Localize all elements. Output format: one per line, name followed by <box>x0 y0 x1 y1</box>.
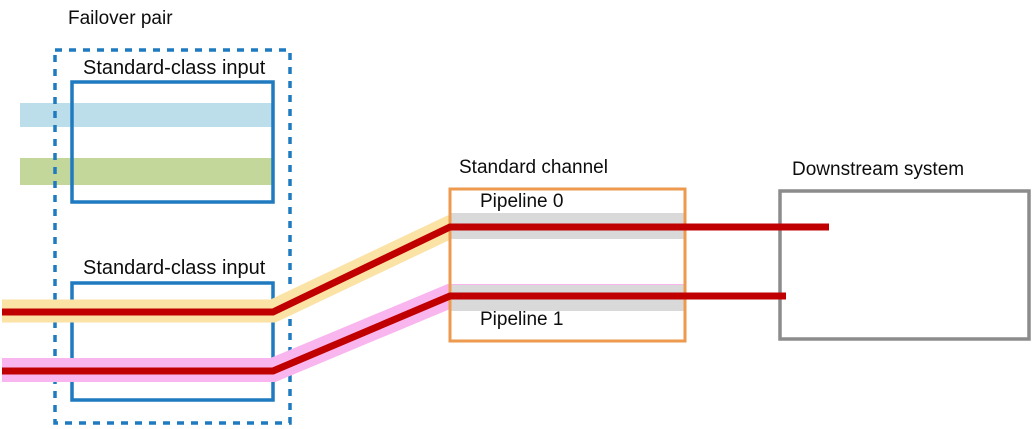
lower-red-flow-line <box>2 292 786 375</box>
standard-class-input-box-top[interactable] <box>70 80 275 204</box>
standard-class-input-label-bottom: Standard-class input <box>83 257 266 279</box>
downstream-system-box[interactable] <box>778 189 1031 341</box>
pipeline-1-label: Pipeline 1 <box>480 309 564 330</box>
pipeline-0-label: Pipeline 0 <box>480 191 564 212</box>
blue-band <box>20 103 273 127</box>
failover-pair-group[interactable] <box>53 48 292 425</box>
failover-pair-label: Failover pair <box>68 8 173 29</box>
green-band <box>20 158 273 185</box>
standard-class-input-box-bottom[interactable] <box>70 281 275 402</box>
downstream-system-label: Downstream system <box>792 159 965 180</box>
standard-channel-label: Standard channel <box>459 157 608 178</box>
upper-red-flow-line <box>2 223 829 316</box>
standard-channel-box-outline <box>448 187 687 343</box>
standard-class-input-label-top: Standard-class input <box>83 57 266 79</box>
